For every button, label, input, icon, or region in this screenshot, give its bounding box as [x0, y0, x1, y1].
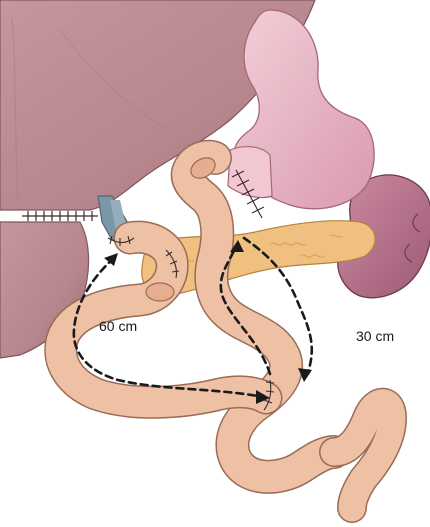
stomach	[228, 10, 374, 218]
arrowhead-1	[104, 253, 118, 266]
liver-suture-line	[22, 211, 98, 221]
right-limb-length-label: 30 cm	[356, 328, 394, 344]
left-limb-length-label: 60 cm	[99, 318, 137, 334]
